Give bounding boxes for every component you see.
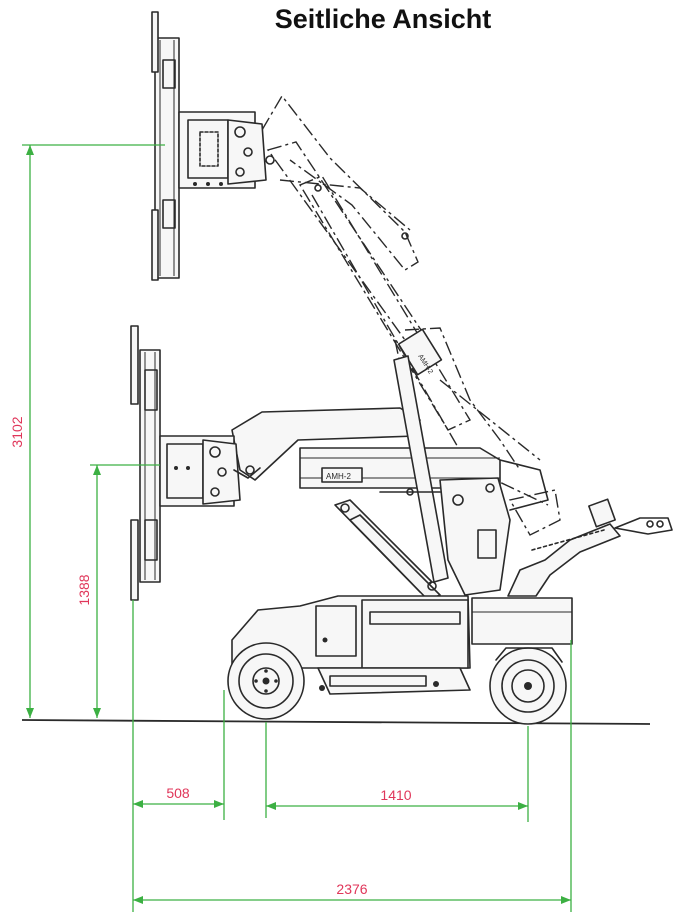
dim-label-front-overhang: 508 [166, 785, 190, 801]
dimension-lines [22, 144, 572, 912]
dim-label-total-length: 2376 [336, 881, 367, 897]
rear-wheel [489, 647, 567, 725]
dim-label-wheelbase: 1410 [380, 787, 411, 803]
working-suction-head [130, 325, 261, 601]
dim-label-low-height: 1388 [76, 574, 92, 605]
working-boom: AMH-2 [231, 355, 549, 601]
dimension-labels: 3102 1388 508 1410 2376 [9, 416, 412, 897]
machine-chassis [231, 498, 673, 695]
ground-line [21, 719, 651, 725]
raised-suction-head [151, 11, 267, 281]
dim-label-max-height: 3102 [9, 416, 25, 447]
page-title: Seitliche Ansicht [275, 4, 492, 34]
raised-boom: AMH-2 [261, 94, 561, 536]
front-wheel [227, 642, 305, 720]
working-boom-plate-label: AMH-2 [326, 472, 351, 481]
